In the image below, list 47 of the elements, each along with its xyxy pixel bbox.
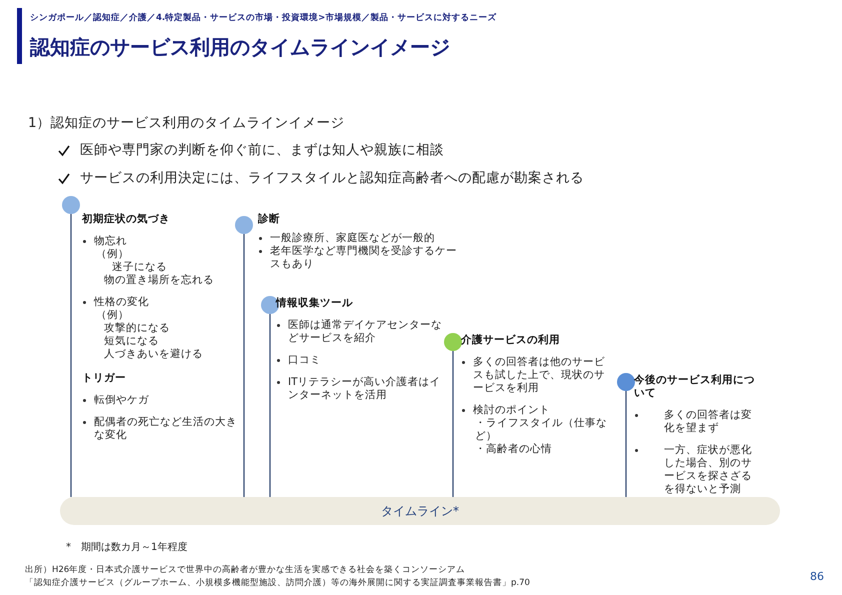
stage-text: 人づきあいを避ける: [103, 348, 204, 361]
timeline-marker: [617, 373, 635, 391]
stage-text: 迷子になる: [111, 261, 168, 274]
stage-text: 攻撃的になる: [103, 322, 171, 335]
timeline-marker: [444, 333, 462, 351]
stage-heading: 介護サービスの利用: [461, 334, 561, 347]
stage-text: 短気になる: [103, 335, 160, 348]
source-note: 「認知症介護サービス（グループホーム、小規模多機能型施設、訪問介護）等の海外展開に関する実証調査事業報告書」p.70: [25, 577, 530, 589]
page-title: 認知症のサービス利用のタイムラインイメージ: [30, 34, 450, 61]
timeline-marker: [62, 196, 80, 214]
stage-text: 配偶者の死亡など生活の大きな変化: [82, 416, 242, 442]
timeline-stem: [269, 314, 271, 497]
bullet-text: 医師や専門家の判断を仰ぐ前に、まずは知人や親族に相談: [80, 141, 444, 159]
bullet-text: サービスの利用決定には、ライフスタイルと認知症高齢者への配慮が勘案される: [80, 169, 584, 187]
timeline-stem: [625, 391, 627, 497]
stage-text: 口コミ: [276, 354, 448, 367]
stage-text: 一般診療所、家庭医などが一般的: [258, 232, 458, 245]
stage-text: 医師は通常デイケアセンターなどサービスを紹介: [276, 319, 448, 345]
stage-text: 老年医学など専門機関を受診するケースもあり: [258, 245, 458, 271]
breadcrumb: シンガポール／認知症／介護／4.特定製品・サービスの市場・投資環境>市場規模／製品・サービスに対するニーズ: [30, 12, 496, 24]
stage-heading: 初期症状の気づき: [82, 213, 171, 226]
timeline-stem: [452, 351, 454, 497]
stage-text: 多くの回答者は他のサービスも試した上で、現状のサービスを利用: [461, 356, 611, 395]
stage-heading: トリガー: [82, 372, 127, 385]
stage-heading: 今後のサービス利用について: [634, 374, 756, 400]
section-heading: 1）認知症のサービス利用のタイムラインイメージ: [28, 114, 345, 132]
stage-text: 一方、症状が悪化した場合、別のサービスを探さざるを得ないと予測: [634, 444, 759, 496]
stage-heading: 情報収集ツール: [276, 297, 354, 310]
stage-text: 転倒やケガ: [82, 394, 242, 407]
stage-text: 物忘れ: [82, 235, 242, 248]
stage-text: ・高齢者の心情: [474, 443, 553, 456]
stage-text: （例）: [95, 309, 130, 322]
stage-text: ・ライフスタイル（仕事など）: [474, 417, 608, 443]
stage-text: 検討のポイント: [461, 404, 611, 417]
stage-text: 多くの回答者は変化を望まず: [634, 409, 759, 435]
stage-text: 物の置き場所を忘れる: [103, 274, 215, 287]
stage-heading: 診断: [258, 213, 281, 226]
footnote: * 期間は数カ月～1年程度: [66, 540, 188, 554]
stage-text: ITリテラシーが高い介護者はインターネットを活用: [276, 376, 448, 402]
timeline-stem: [243, 234, 245, 497]
stage-text: 性格の変化: [82, 296, 242, 309]
page-number: 86: [810, 570, 824, 583]
stage-text: （例）: [95, 248, 130, 261]
source-note: 出所）H26年度・日本式介護サービスで世界中の高齢者が豊かな生活を実感できる社会を築くコンソーシアム: [25, 564, 466, 576]
timeline-bar: タイムライン*: [60, 497, 780, 525]
timeline-stem: [70, 214, 72, 497]
timeline-marker: [235, 216, 253, 234]
